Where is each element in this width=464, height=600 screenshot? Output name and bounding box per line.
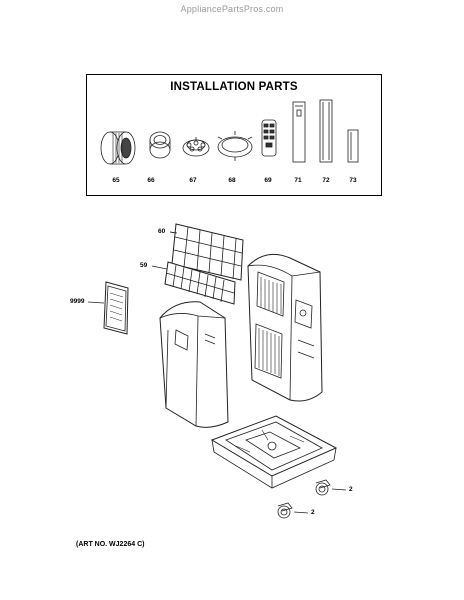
part-73-short-slider-illustration bbox=[347, 129, 359, 163]
installation-parts-panel: INSTALLATION PARTS bbox=[86, 74, 382, 196]
part-66-hose-adapter-illustration bbox=[149, 131, 171, 159]
front-cabinet-illustration bbox=[159, 301, 229, 428]
part-label-65: 65 bbox=[112, 177, 120, 184]
part-label-67: 67 bbox=[189, 177, 197, 184]
installation-parts-title: INSTALLATION PARTS bbox=[170, 81, 298, 93]
art-number: (ART NO. WJ2264 C) bbox=[76, 541, 145, 548]
callout-manual-9999: 9999 bbox=[70, 298, 85, 305]
part-60-filter-illustration bbox=[169, 223, 244, 281]
base-pan-illustration bbox=[210, 415, 338, 489]
part-label-72: 72 bbox=[322, 177, 330, 184]
part-label-68: 68 bbox=[228, 177, 236, 184]
part-67-window-adapter-illustration bbox=[182, 137, 210, 157]
part-9999-owners-manual-illustration bbox=[87, 281, 129, 335]
caster-lower-illustration bbox=[277, 502, 309, 519]
caster-upper-illustration bbox=[315, 479, 347, 496]
part-69-remote-control-illustration bbox=[261, 119, 277, 157]
part-68-adapter-plate-illustration bbox=[217, 131, 253, 161]
part-65-exhaust-hose-illustration bbox=[100, 131, 136, 165]
part-label-73: 73 bbox=[349, 177, 357, 184]
callout-caster-2-upper: 2 bbox=[349, 486, 353, 493]
watermark-text: AppliancePartsPros.com bbox=[180, 4, 284, 14]
part-label-69: 69 bbox=[264, 177, 272, 184]
rear-chassis-illustration bbox=[247, 253, 323, 402]
callout-filter-59: 59 bbox=[140, 262, 148, 269]
part-72-slider-extension-illustration bbox=[319, 99, 333, 163]
callout-caster-2-lower: 2 bbox=[311, 509, 315, 516]
part-71-window-slider-illustration bbox=[292, 101, 306, 163]
part-label-71: 71 bbox=[294, 177, 302, 184]
part-59-filter-illustration bbox=[151, 261, 236, 305]
callout-filter-60: 60 bbox=[158, 228, 166, 235]
part-label-66: 66 bbox=[147, 177, 155, 184]
